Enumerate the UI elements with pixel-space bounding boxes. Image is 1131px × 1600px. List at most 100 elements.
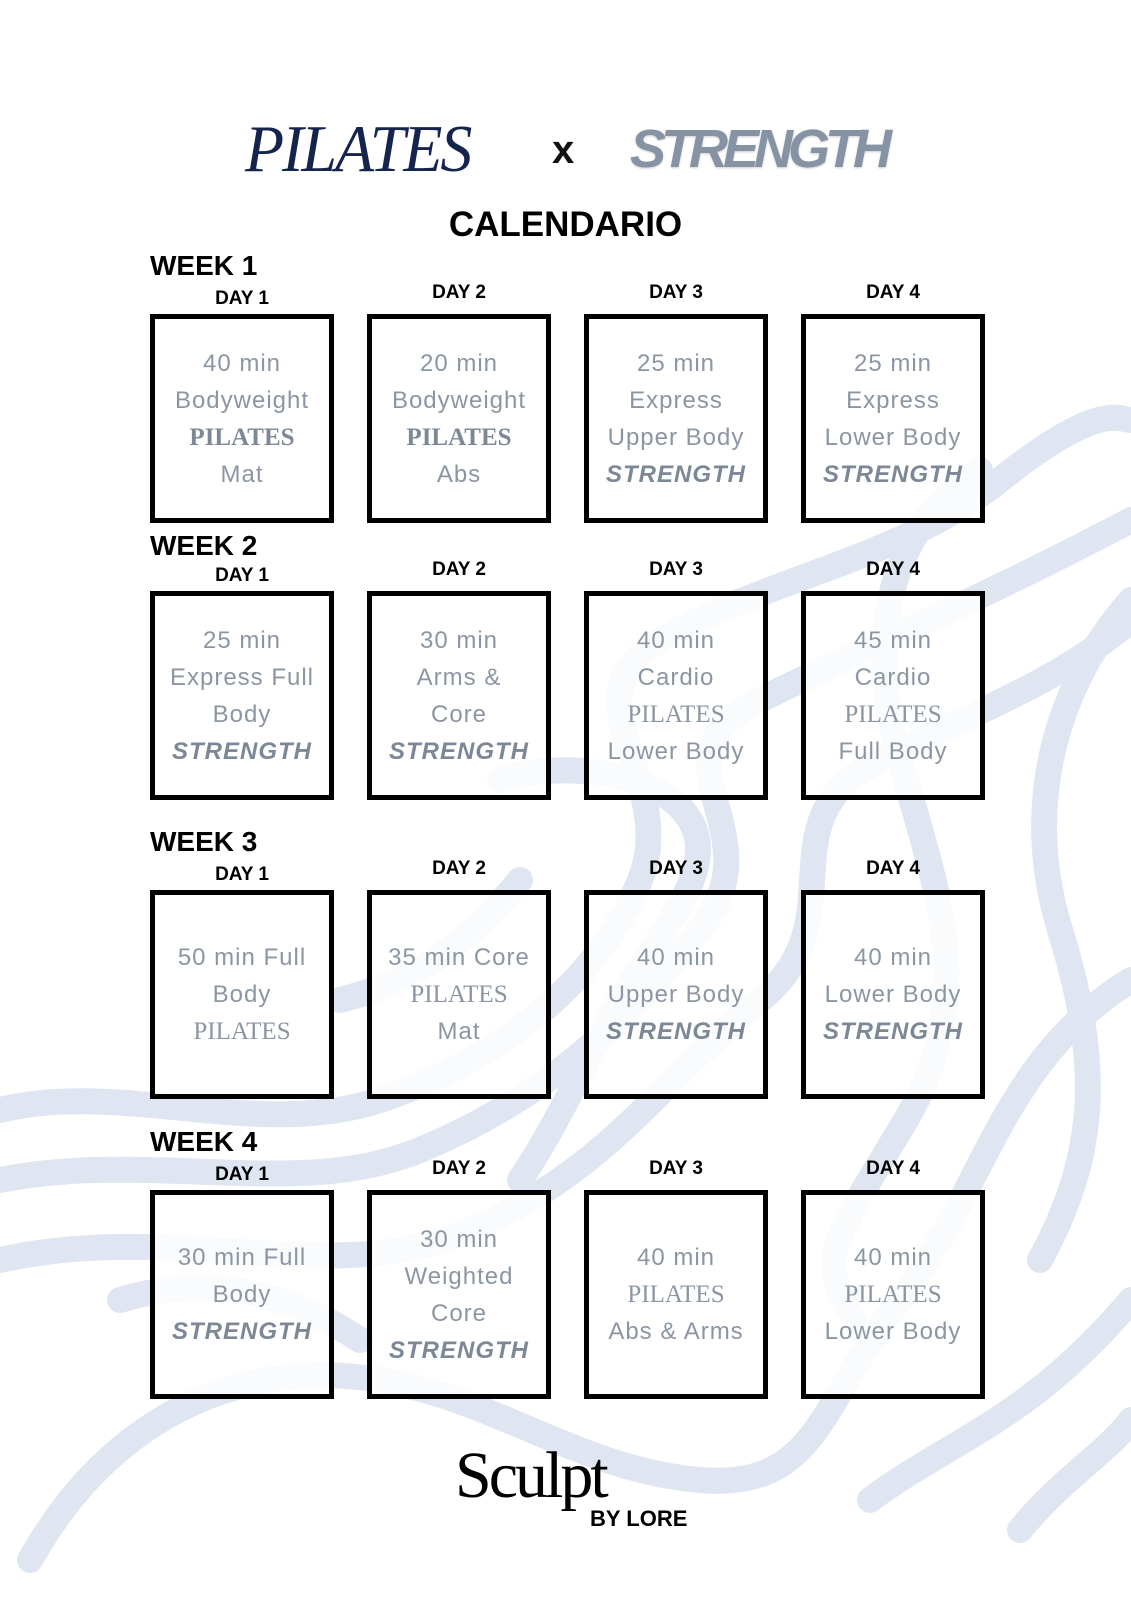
workout-text: Lower Body	[824, 1318, 962, 1345]
workout-text: Upper Body	[607, 423, 745, 451]
workout-text: Full Body	[838, 737, 948, 765]
workout-text: Lower Body	[824, 981, 962, 1008]
day-label: DAY 1	[215, 288, 269, 309]
workout-text: Cardio	[637, 663, 715, 691]
week-label: WEEK 1	[150, 250, 258, 281]
workout-type-strength: STRENGTH	[389, 1336, 529, 1364]
day-label: DAY 3	[649, 282, 703, 303]
workout-text: Lower Body	[824, 423, 962, 451]
day-label: DAY 2	[432, 559, 486, 580]
wave-line	[1027, 587, 1131, 1273]
day-label: DAY 4	[866, 1158, 920, 1179]
day-label: DAY 2	[432, 858, 486, 879]
workout-type-strength: STRENGTH	[172, 737, 312, 765]
day-label: DAY 1	[215, 864, 269, 885]
workout-text: 30 min	[419, 1225, 499, 1253]
week-label: WEEK 3	[150, 826, 258, 857]
workout-type-strength: STRENGTH	[606, 1018, 746, 1045]
week-label: WEEK 2	[150, 530, 258, 561]
workout-text: Weighted	[404, 1262, 514, 1290]
workout-type-strength: STRENGTH	[606, 460, 746, 488]
workout-text: Bodyweight	[391, 386, 527, 414]
workout-text: Body	[212, 1281, 272, 1308]
workout-text: 20 min	[419, 349, 499, 377]
logo-pilates: PILATES	[245, 111, 472, 186]
workout-text: Body	[212, 981, 272, 1008]
day-label: DAY 2	[432, 1158, 486, 1179]
workout-text: Upper Body	[607, 981, 745, 1008]
workout-text: 40 min	[853, 944, 933, 971]
wave-line	[1007, 1407, 1131, 1543]
workout-text: 25 min	[202, 626, 282, 654]
day-label: DAY 1	[215, 1164, 269, 1185]
workout-type-pilates: PILATES	[189, 423, 295, 451]
page-title: CALENDARIO	[448, 205, 683, 244]
workout-text: Abs & Arms	[608, 1318, 744, 1345]
workout-text: Express	[846, 386, 940, 414]
brand-logo: Sculpt	[455, 1439, 609, 1512]
workout-text: Core	[430, 1299, 488, 1327]
workout-text: Express	[629, 386, 723, 414]
workout-type-pilates: PILATES	[844, 1281, 942, 1308]
workout-type-strength: STRENGTH	[823, 1018, 963, 1045]
workout-text: 50 min Full	[177, 944, 307, 971]
day-label: DAY 3	[649, 858, 703, 879]
workout-text: Mat	[437, 1018, 481, 1045]
workout-type-pilates: PILATES	[627, 700, 725, 728]
workout-type-strength: STRENGTH	[172, 1318, 312, 1345]
workout-type-pilates: PILATES	[627, 1281, 725, 1308]
workout-type-pilates: PILATES	[410, 981, 508, 1008]
day-label: DAY 4	[866, 559, 920, 580]
workout-text: Arms &	[416, 663, 502, 691]
day-label: DAY 3	[649, 559, 703, 580]
day-label: DAY 2	[432, 282, 486, 303]
brand-subtitle: BY LORE	[590, 1506, 688, 1531]
workout-text: 40 min	[636, 1244, 716, 1271]
workout-text: 30 min	[419, 626, 499, 654]
week-label: WEEK 4	[150, 1126, 258, 1157]
workout-type-strength: STRENGTH	[389, 737, 529, 765]
workout-type-pilates: PILATES	[406, 423, 512, 451]
workout-type-pilates: PILATES	[193, 1018, 291, 1045]
logo-strength: STRENGTH	[630, 119, 892, 179]
workout-text: Abs	[436, 460, 482, 488]
workout-text: Mat	[220, 460, 264, 488]
day-label: DAY 3	[649, 1158, 703, 1179]
workout-text: 25 min	[636, 349, 716, 377]
workout-text: Bodyweight	[174, 386, 310, 414]
workout-type-pilates: PILATES	[844, 700, 942, 728]
day-label: DAY 4	[866, 282, 920, 303]
logo-separator: x	[552, 128, 575, 172]
workout-text: 40 min	[853, 1244, 933, 1271]
workout-text: 40 min	[636, 944, 716, 971]
workout-text: 45 min	[853, 626, 933, 654]
workout-text: 25 min	[853, 349, 933, 377]
day-label: DAY 4	[866, 858, 920, 879]
workout-text: Body	[212, 700, 272, 728]
workout-type-strength: STRENGTH	[823, 460, 963, 488]
wave-line	[857, 1287, 1131, 1513]
workout-text: Lower Body	[607, 737, 745, 765]
workout-text: Core	[430, 700, 488, 728]
workout-text: Express Full	[169, 663, 315, 691]
workout-text: 35 min Core	[388, 944, 530, 971]
workout-text: 40 min	[202, 349, 282, 377]
workout-text: 40 min	[636, 626, 716, 654]
day-label: DAY 1	[215, 565, 269, 586]
workout-text: Cardio	[854, 663, 932, 691]
